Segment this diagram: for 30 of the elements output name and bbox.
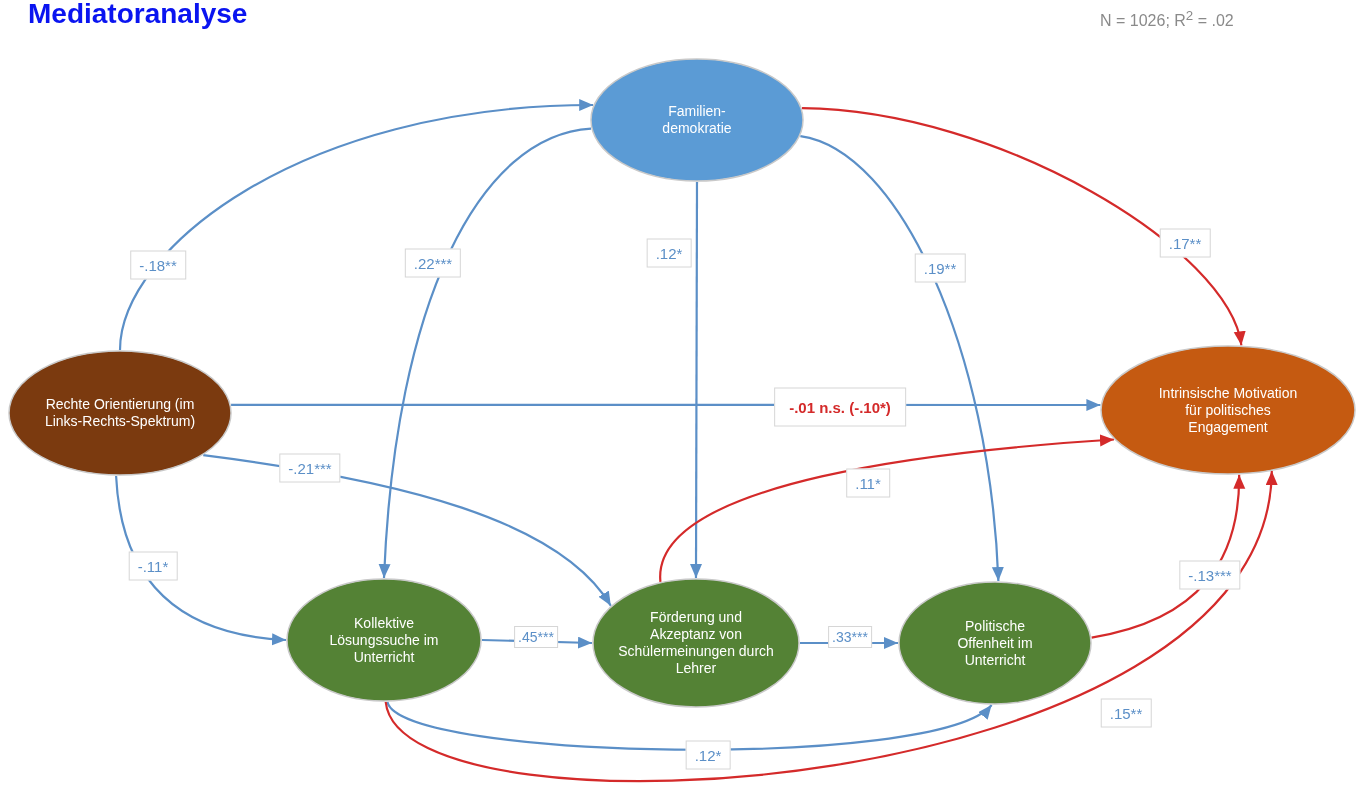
arrow xyxy=(384,470,1275,783)
edge-label: .15** xyxy=(1100,698,1152,728)
variable-name: Förderung und Akzeptanz von Schülermeinungen durch Lehrer xyxy=(617,609,775,677)
edge-label: .17** xyxy=(1159,228,1211,258)
edge-label: -.13*** xyxy=(1179,560,1241,590)
diagram-title: Mediatoranalyse xyxy=(28,0,248,30)
sample-statistics: N = 1026; R$^{2}$ = .02 xyxy=(1100,8,1234,31)
variable-name: Kollektive Lösungssuche im Unterricht xyxy=(328,614,440,666)
variable-name: Rechte Orientierung (im Links-Rechts-Spektrum) xyxy=(43,396,197,430)
edge-label: -.01 n.s. (-.10*) xyxy=(774,387,906,427)
edge-label: -.18** xyxy=(130,250,186,280)
variable-name: Politische Offenheit im Unterricht xyxy=(956,617,1034,669)
edge-label: -.11* xyxy=(128,551,178,581)
variable-name: Familien-demokratie xyxy=(661,103,733,137)
edge-label: -.21*** xyxy=(279,453,341,483)
edge-label: .11* xyxy=(846,468,890,498)
edge-label: .33*** xyxy=(828,626,872,648)
edge-label: .12* xyxy=(646,238,692,268)
edge-label: .22*** xyxy=(404,248,462,278)
arrow xyxy=(800,135,1004,582)
edge-label: .45*** xyxy=(514,626,558,648)
edge-label: .12* xyxy=(685,740,731,770)
arrow xyxy=(386,701,993,751)
arrow xyxy=(378,127,592,579)
arrow xyxy=(659,434,1115,583)
variable-name: Intrinsische Motivation für politisches Engagement xyxy=(1157,384,1299,436)
arrow xyxy=(690,182,703,578)
arrow xyxy=(118,99,594,351)
arrow xyxy=(801,107,1244,346)
edge-label: .19** xyxy=(914,253,966,283)
